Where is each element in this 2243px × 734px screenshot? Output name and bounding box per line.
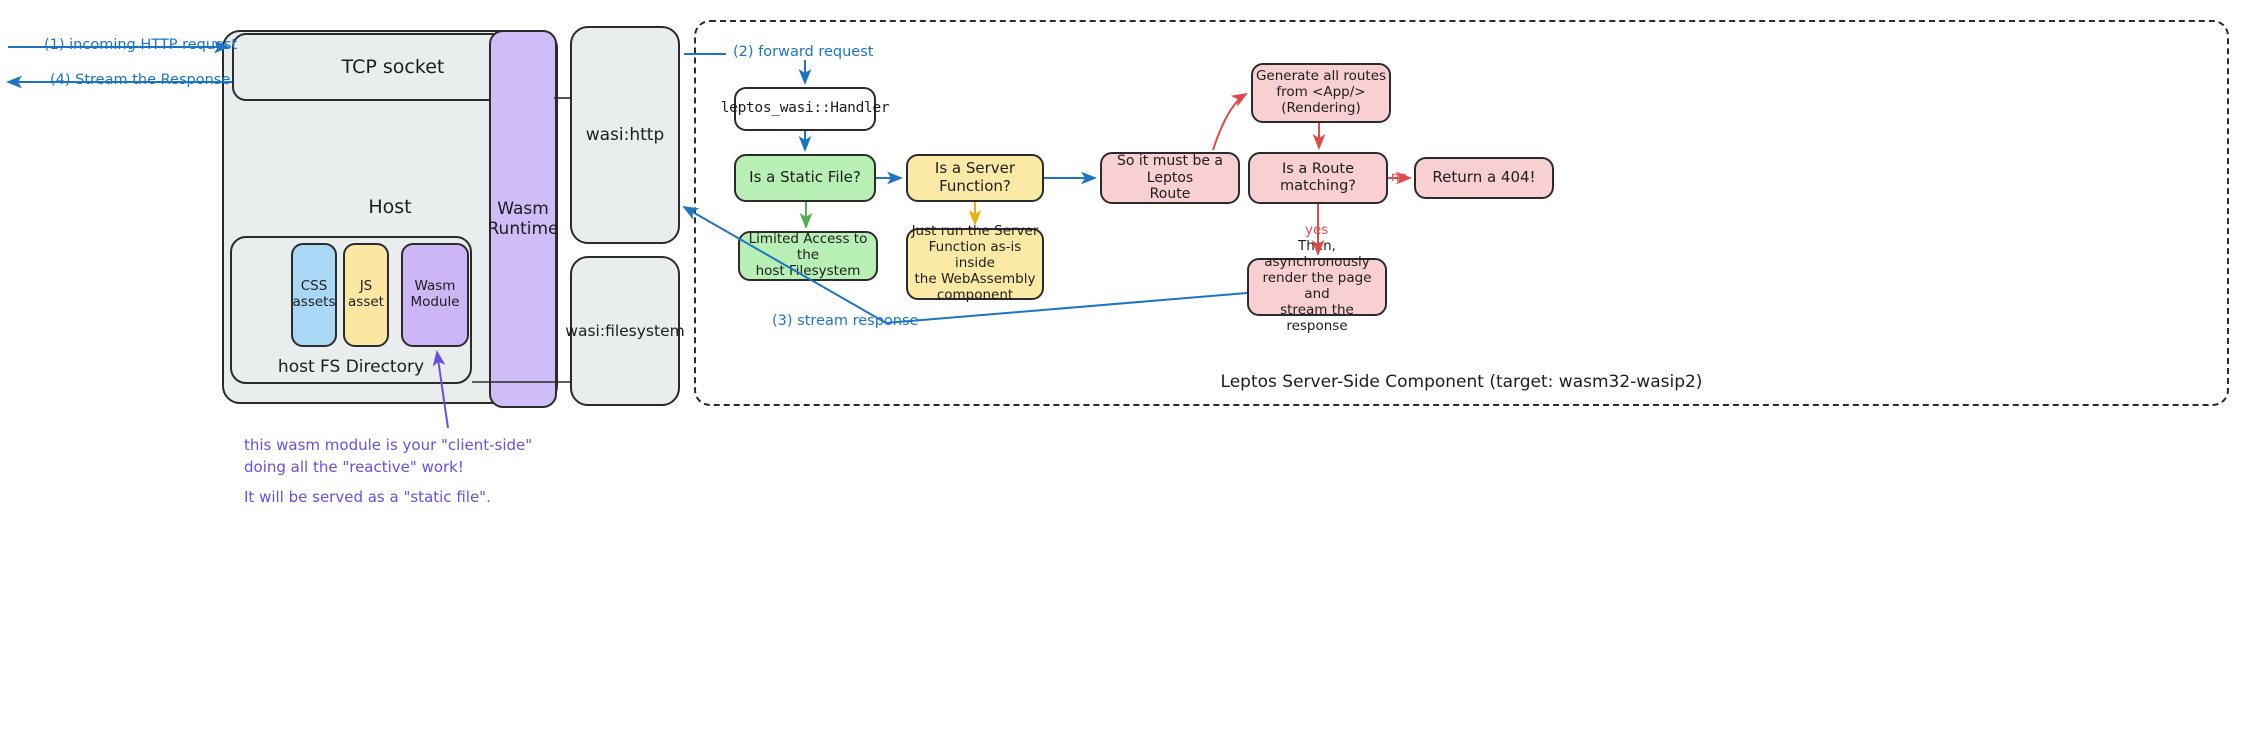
is-server-function-box: Is a Server Function?: [906, 154, 1044, 202]
wasm-module-note: this wasm module is your "client-side" d…: [244, 436, 533, 476]
limited-access-box: Limited Access to the host Filesystem: [738, 231, 878, 281]
is-static-file-box: Is a Static File?: [734, 154, 876, 202]
wasm-module-box: Wasm Module: [401, 243, 469, 347]
render-and-stream-box: Then, asynchronously render the page and…: [1247, 238, 1387, 334]
generate-all-routes-label: Generate all routes from <App/> (Renderi…: [1255, 68, 1387, 116]
just-run-server-function-box: Just run the Server Function as-is insid…: [906, 223, 1044, 303]
render-and-stream-label: Then, asynchronously render the page and…: [1262, 238, 1372, 334]
js-asset-box: JS asset: [343, 243, 389, 347]
host-fs-directory-label: host FS Directory: [277, 357, 425, 377]
css-assets-label: CSS assets: [292, 278, 336, 310]
wasi-filesystem-label: wasi:filesystem: [565, 321, 685, 340]
is-server-function-label: Is a Server Function?: [934, 159, 1016, 195]
wasm-runtime-label: Wasm Runtime: [487, 198, 559, 239]
leptos-handler-label: leptos_wasi::Handler: [720, 100, 890, 117]
limited-access-label: Limited Access to the host Filesystem: [748, 231, 868, 279]
must-be-leptos-route-box: So it must be a Leptos Route: [1100, 152, 1240, 204]
css-assets-box: CSS assets: [291, 243, 337, 347]
leptos-handler-box: leptos_wasi::Handler: [721, 87, 890, 131]
is-route-matching-box: Is a Route matching?: [1248, 152, 1388, 204]
return-404-label: Return a 404!: [1432, 168, 1536, 187]
return-404-box: Return a 404!: [1414, 157, 1554, 199]
leptos-component-caption: Leptos Server-Side Component (target: wa…: [1220, 372, 1703, 392]
is-route-matching-label: Is a Route matching?: [1280, 160, 1356, 194]
must-be-leptos-route-label: So it must be a Leptos Route: [1116, 153, 1223, 203]
no-label: no: [1391, 170, 1408, 185]
is-static-file-label: Is a Static File?: [749, 168, 861, 187]
host-label: Host: [368, 196, 412, 218]
tcp-socket-label: TCP socket: [341, 55, 445, 78]
leptos-component-region: [694, 20, 2229, 406]
just-run-server-function-label: Just run the Server Function as-is insid…: [911, 223, 1039, 303]
static-file-note: It will be served as a "static file".: [244, 488, 491, 506]
yes-label: yes: [1305, 222, 1329, 238]
wasi-http-box: wasi:http: [570, 26, 680, 244]
incoming-request-label: (1) incoming HTTP request: [44, 37, 238, 53]
forward-request-label: (2) forward request: [733, 44, 874, 60]
wasi-filesystem-box: wasi:filesystem: [565, 256, 685, 406]
stream-response-label: (3) stream response: [772, 313, 919, 329]
wasm-module-label: Wasm Module: [410, 278, 460, 310]
wasm-runtime-box: Wasm Runtime: [487, 30, 559, 408]
js-asset-label: JS asset: [348, 278, 384, 310]
stream-the-response-label: (4) Stream the Response: [50, 72, 231, 88]
generate-all-routes-box: Generate all routes from <App/> (Renderi…: [1251, 63, 1391, 123]
wasi-http-label: wasi:http: [585, 124, 665, 145]
